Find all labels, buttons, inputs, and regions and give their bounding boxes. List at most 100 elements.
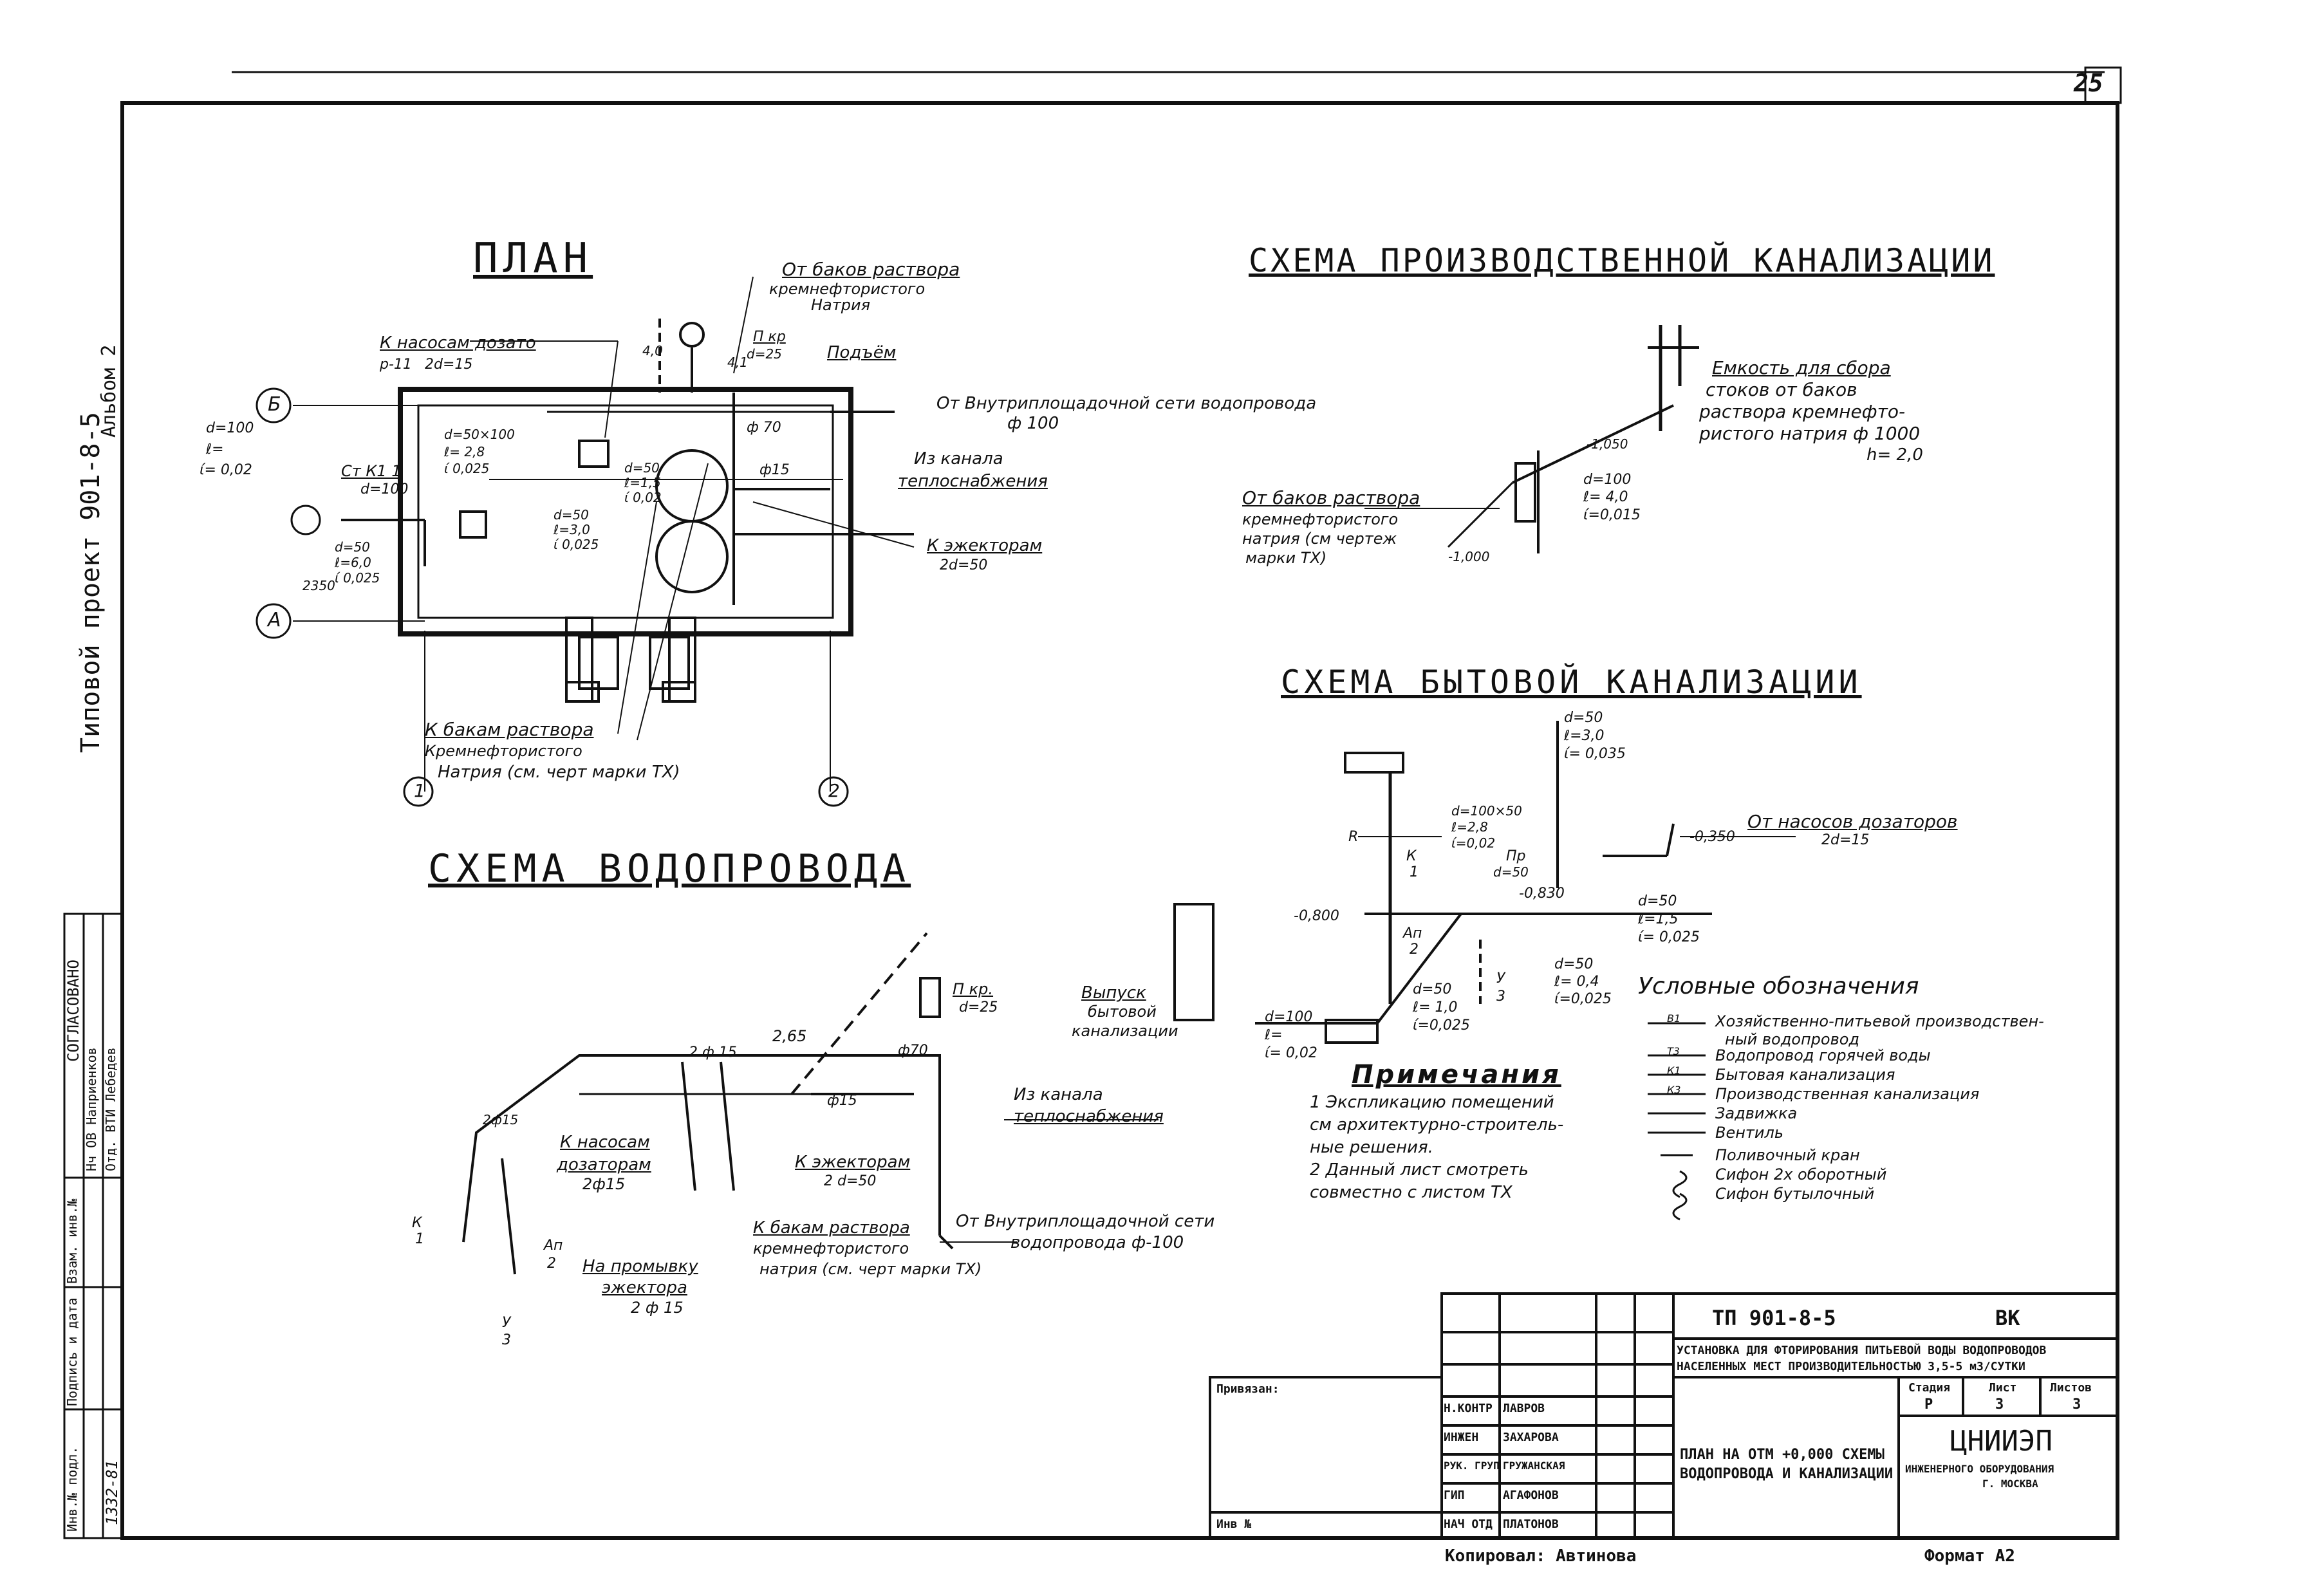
notes-line-4: 2 Данный лист смотреть: [1310, 1160, 1529, 1180]
approval-sign: Подпись и дата: [64, 1297, 80, 1406]
vod-natria: натрия (см. черт марки ТХ): [759, 1260, 982, 1278]
tb-role-5: НАЧ ОТД: [1444, 1517, 1493, 1531]
prod-d100: d=100: [1583, 472, 1632, 488]
tb-role-3: РУК. ГРУП: [1444, 1460, 1500, 1472]
vod-phi70: ф70: [898, 1043, 928, 1059]
byt-ap-num: 2: [1410, 942, 1419, 958]
domestic-sewer-drawing: [1173, 721, 1796, 1044]
legend-item-9: Сифон бутылочный: [1715, 1185, 1875, 1203]
tb-inv-no: Инв №: [1216, 1517, 1252, 1531]
plan-2d50: 2d=50: [940, 557, 988, 573]
plan-d100b: d=100: [206, 420, 254, 436]
plan-i002b: ί 0,02: [624, 490, 662, 505]
legend-item-6: Вентиль: [1715, 1124, 1783, 1142]
plan-k-bakam: К бакам раствора: [425, 719, 594, 740]
prod-ot-bakov-3: марки ТХ): [1245, 549, 1327, 567]
byt-vypusk-0: Выпуск: [1081, 983, 1146, 1003]
side-project-label: Типовой проект 901-8-5: [76, 412, 106, 753]
plan-kremneft2: Кремнефтористого: [425, 742, 582, 760]
legend-item-8: Сифон 2х оборотный: [1715, 1165, 1887, 1183]
plan-ot-vnutr: От Внутриплощадочной сети водопровода: [936, 394, 1317, 413]
water-supply-title: СХЕМА ВОДОПРОВОДА: [428, 846, 911, 891]
prod-emkost-0: Емкость для сбора: [1712, 357, 1891, 378]
plan-dim-41: 4,1: [727, 355, 748, 370]
byt-l04: ℓ= 0,4: [1554, 974, 1599, 990]
legend-item-1: Хозяйственно-питьевой производствен-: [1715, 1012, 2044, 1030]
plan-dim-2350: 2350: [302, 578, 335, 593]
vod-ap: Ап: [544, 1238, 563, 1254]
vod-d25: d=25: [959, 999, 998, 1016]
byt-r: R: [1348, 829, 1359, 845]
vod-k-bakam: К бакам раствора: [753, 1218, 910, 1238]
approval-vzam: Взам. инв.№: [64, 1198, 80, 1284]
plan-pk: П кр: [753, 329, 786, 345]
byt-l30: ℓ=3,0: [1564, 728, 1605, 744]
plan-l30: ℓ=3,0: [554, 522, 590, 537]
plan-axis-a: А: [268, 609, 281, 631]
legend-item-7: Поливочный кран: [1715, 1146, 1860, 1164]
byt-i002: ί=0,02: [1451, 835, 1496, 851]
plan-phi15: ф15: [759, 462, 790, 478]
byt-d50d: d=50: [1413, 981, 1452, 998]
plan-axis-2: 2: [828, 780, 840, 801]
byt-l0: ℓ=: [1265, 1027, 1283, 1043]
tb-org: ЦНИИЭП: [1950, 1425, 2052, 1458]
prod-emkost-4: h= 2,0: [1866, 445, 1923, 465]
prod-emkost-1: стоков от баков: [1706, 379, 1857, 400]
tb-format: Формат А2: [1924, 1546, 2015, 1566]
byt-d50c: d=50: [1638, 893, 1677, 909]
vod-k-num: 1: [415, 1231, 424, 1247]
vod-2phi15b: 2ф15: [582, 1175, 626, 1193]
plan-l15: ℓ=1,5: [624, 475, 661, 490]
vod-teplosn: теплоснабжения: [1014, 1107, 1164, 1126]
page-number: 25: [2074, 69, 2103, 97]
tb-sheets-h: Листов: [2050, 1381, 2092, 1395]
tb-stage-h: Стадия: [1908, 1381, 1951, 1395]
plan-natria-ch: Натрия (см. черт марки ТХ): [438, 763, 680, 782]
tb-sheet-h: Лист: [1989, 1381, 2017, 1395]
plan-d100: d=100: [360, 481, 409, 497]
plan-axis-b: Б: [268, 393, 281, 416]
plan-title: ПЛАН: [473, 235, 593, 283]
domestic-sewer-title: СХЕМА БЫТОВОЙ КАНАЛИЗАЦИИ: [1281, 663, 1862, 701]
vod-u: У: [502, 1315, 511, 1331]
plan-axis-1: 1: [414, 780, 425, 801]
plan-ot-bakov: От баков раствора: [782, 259, 960, 280]
plan-l0: ℓ=: [206, 441, 224, 458]
notes-line-3: ные решения.: [1310, 1138, 1433, 1157]
approval-table: [63, 913, 124, 1539]
plan-2d15: 2d=15: [425, 357, 473, 373]
notes-line-2: см архитектурно-строитель-: [1310, 1115, 1564, 1135]
byt-vypusk-2: канализации: [1072, 1022, 1178, 1040]
tb-project-title-2: НАСЕЛЕННЫХ МЕСТ ПРОИЗВОДИТЕЛЬНОСТЬЮ 3,5-…: [1677, 1360, 2025, 1373]
byt-i0035: ί= 0,035: [1564, 746, 1626, 762]
approval-inv: Инв.№ подл.: [64, 1446, 80, 1532]
vod-pkr: П кр.: [953, 980, 994, 998]
tb-stage: Р: [1924, 1396, 1933, 1413]
plan-st-k11: Ст К1 1: [341, 462, 402, 480]
plan-p11: р-11: [380, 357, 412, 373]
legend-item-2: Водопровод горячей воды: [1715, 1046, 1931, 1064]
tb-city: Г. МОСКВА: [1982, 1478, 2038, 1490]
prod-ot-bakov-1: кремнефтористого: [1242, 510, 1399, 528]
vod-dim-265: 2,65: [772, 1027, 807, 1045]
plan-pod: Подъём: [827, 343, 897, 362]
plan-d50x100: d=50×100: [444, 427, 515, 442]
byt-ot-nasosov: От насосов дозаторов: [1747, 811, 1958, 832]
notes-title: Примечания: [1352, 1060, 1561, 1090]
notes-line-1: 1 Экспликацию помещений: [1310, 1093, 1554, 1112]
tb-sheet: 3: [1995, 1396, 2004, 1413]
tb-project-title-1: УСТАНОВКА ДЛЯ ФТОРИРОВАНИЯ ПИТЬЕВОЙ ВОДЫ…: [1677, 1344, 2047, 1357]
side-album-label: Альбом 2: [98, 344, 120, 438]
plan-kremneft: кремнефтористого: [769, 280, 926, 298]
vod-k-ejektoram: К эжекторам: [795, 1153, 911, 1172]
plan-natria: Натрия: [811, 296, 871, 314]
byt-lvl-0830: -0,830: [1519, 886, 1565, 902]
notes-line-5: совместно с листом ТХ: [1310, 1183, 1512, 1202]
plan-l28: ℓ= 2,8: [444, 444, 485, 459]
byt-i002b: ί= 0,02: [1265, 1045, 1317, 1061]
tb-role-2: ИНЖЕН: [1444, 1431, 1479, 1444]
plan-i0025c: ί 0,025: [335, 570, 380, 586]
prod-level-1: -1,000: [1448, 549, 1490, 564]
vod-2d50: 2 d=50: [824, 1173, 877, 1189]
